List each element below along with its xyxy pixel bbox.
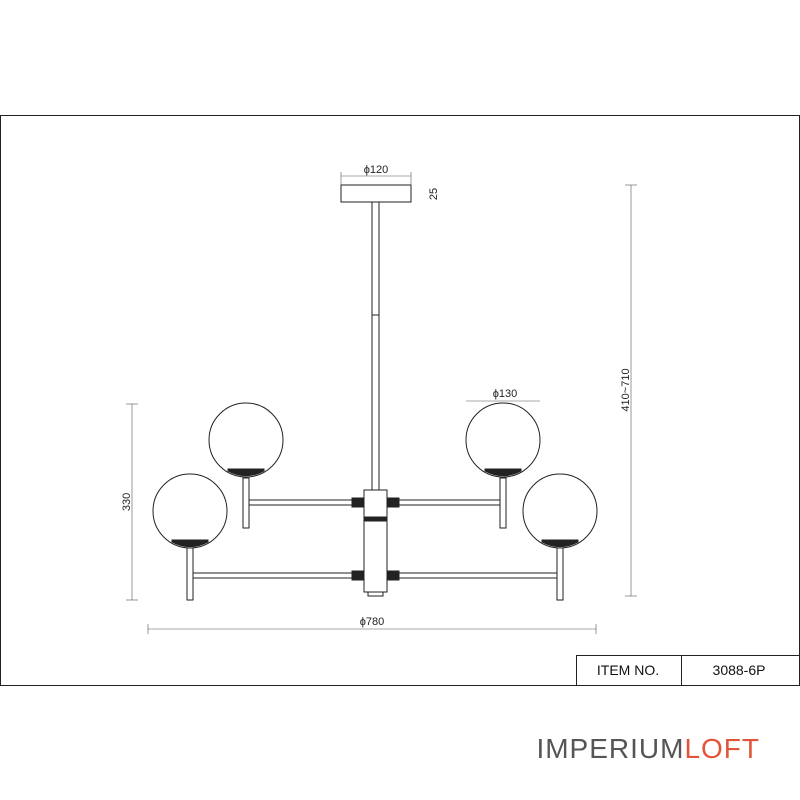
central-body-lower	[363, 519, 388, 593]
central-body-ring	[363, 516, 388, 522]
globe-diameter-label: ϕ130	[493, 388, 518, 400]
brand-logo-part1: IMPERIUM	[536, 733, 685, 764]
lower-arm-left	[192, 572, 353, 579]
central-body-bottom-cap	[367, 591, 384, 597]
item-number-value: 3088-6P	[713, 662, 766, 678]
title-block: ITEM NO. 3088-6P	[576, 655, 800, 686]
total-width-label: ϕ780	[360, 616, 385, 628]
upper-arm-left	[248, 499, 353, 506]
canopy-diameter-label: ϕ120	[364, 164, 389, 176]
globe-upper-right	[465, 402, 541, 478]
lower-arm-right-joint	[386, 570, 400, 581]
down-rod	[371, 201, 380, 491]
globe-lower-right	[522, 473, 598, 549]
globe-lower-left	[152, 473, 228, 549]
brand-logo-part2: LOFT	[684, 733, 760, 764]
post-lower-right	[556, 544, 564, 601]
canopy-height-label: 25	[428, 188, 440, 200]
upper-arm-right-joint	[386, 497, 400, 508]
globe-upper-left	[208, 402, 284, 478]
item-number-label: ITEM NO.	[597, 662, 659, 678]
lower-arm-left-joint	[351, 570, 365, 581]
post-upper-right	[499, 477, 507, 529]
central-body-upper	[363, 489, 388, 519]
upper-arm-left-joint	[351, 497, 365, 508]
fixture-height-label: 330	[121, 493, 133, 511]
post-upper-left	[242, 477, 250, 529]
brand-logo: IMPERIUMLOFT	[536, 733, 760, 765]
post-lower-left	[186, 544, 194, 601]
lower-arm-right	[398, 572, 560, 579]
upper-arm-right	[398, 499, 504, 506]
total-height-label: 410~710	[620, 368, 632, 411]
canopy	[340, 184, 412, 203]
